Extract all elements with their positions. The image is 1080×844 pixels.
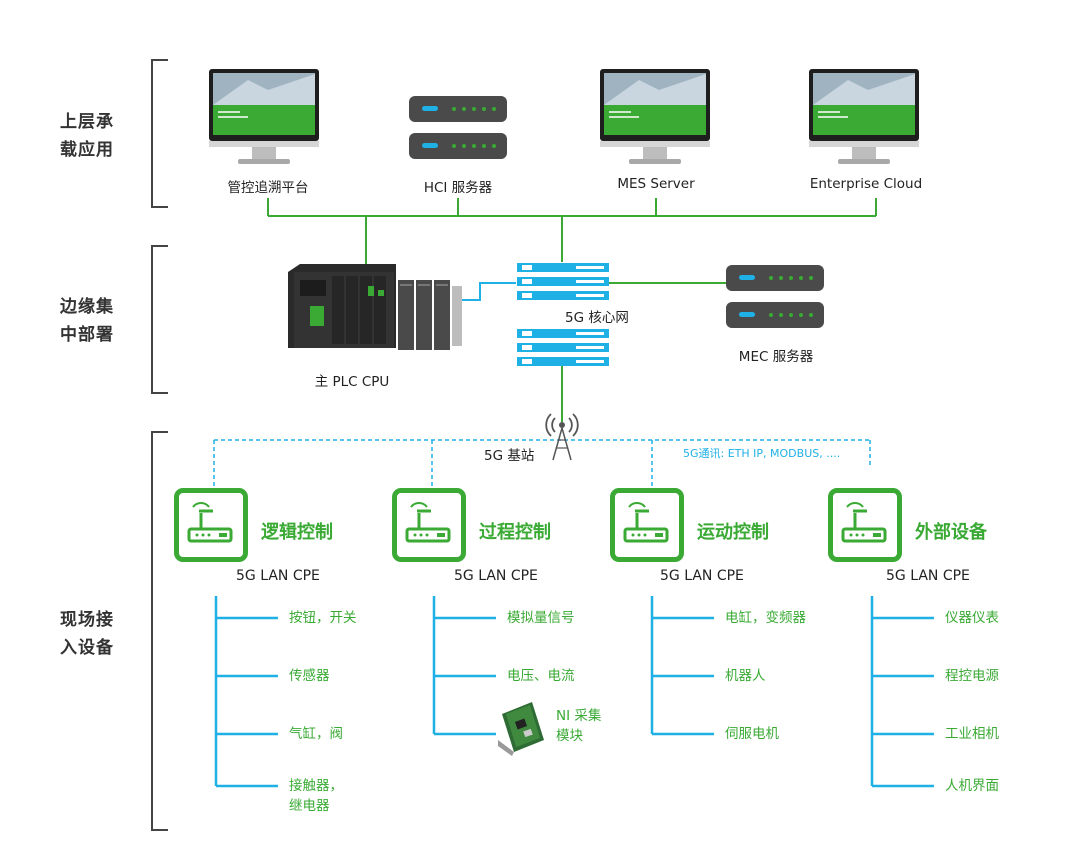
- protocol-note: 5G通讯: ETH IP, MODBUS, ....: [683, 447, 841, 460]
- device-item: 传感器: [289, 668, 330, 684]
- app-label-hci: HCI 服务器: [423, 180, 493, 196]
- plc-label: 主 PLC CPU: [314, 374, 390, 390]
- antenna-icon: [545, 412, 579, 466]
- app-label-cloud: Enterprise Cloud: [809, 176, 923, 192]
- base-station-label: 5G 基站: [484, 448, 535, 464]
- monitor-icon: [599, 68, 711, 166]
- device-item: 程控电源: [945, 668, 999, 684]
- cpe-label: 5G LAN CPE: [660, 568, 744, 584]
- app-label-trace: 管控追溯平台: [227, 180, 309, 196]
- app-label-mes: MES Server: [617, 176, 695, 192]
- category-logic-control: 逻辑控制: [261, 522, 333, 543]
- device-item: NI 采集 模块: [556, 708, 602, 744]
- category-process-control: 过程控制: [479, 522, 551, 543]
- server-icon: [408, 95, 508, 161]
- cpe-label: 5G LAN CPE: [886, 568, 970, 584]
- device-item: 伺服电机: [725, 726, 779, 742]
- router-icon: [828, 488, 902, 562]
- router-icon: [174, 488, 248, 562]
- device-item: 机器人: [725, 668, 766, 684]
- category-external-devices: 外部设备: [915, 522, 987, 543]
- device-item: 工业相机: [945, 726, 999, 742]
- device-item: 人机界面: [945, 778, 999, 794]
- device-item: 电压、电流: [507, 668, 575, 684]
- layer-label-edge: 边缘集 中部署: [60, 297, 114, 345]
- device-item: 接触器， 继电器: [289, 778, 343, 814]
- plc-icon: [286, 262, 466, 358]
- device-item: 电缸，变频器: [725, 610, 806, 626]
- layer-label-field: 现场接 入设备: [60, 610, 114, 658]
- device-item: 气缸，阀: [289, 726, 343, 742]
- core-label: 5G 核心网: [565, 310, 629, 326]
- device-item: 模拟量信号: [507, 610, 575, 626]
- category-motion-control: 运动控制: [697, 522, 769, 543]
- ni-card-icon: [498, 700, 548, 760]
- monitor-icon: [808, 68, 920, 166]
- cpe-label: 5G LAN CPE: [236, 568, 320, 584]
- monitor-icon: [208, 68, 320, 166]
- rack-server-icon: [516, 328, 610, 368]
- server-icon: [725, 264, 825, 330]
- router-icon: [392, 488, 466, 562]
- device-item: 仪器仪表: [945, 610, 999, 626]
- device-item: 按钮，开关: [289, 610, 357, 626]
- router-icon: [610, 488, 684, 562]
- rack-server-icon: [516, 262, 610, 302]
- cpe-label: 5G LAN CPE: [454, 568, 538, 584]
- mec-label: MEC 服务器: [738, 349, 814, 365]
- layer-label-top: 上层承 载应用: [60, 112, 114, 160]
